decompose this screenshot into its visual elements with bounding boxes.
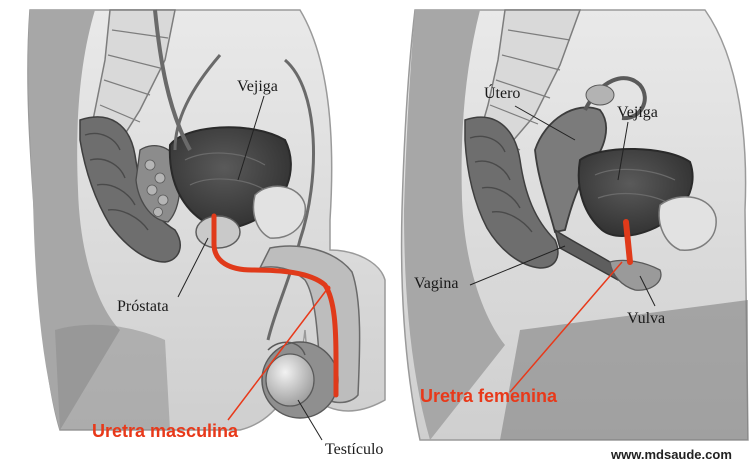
female-ovary bbox=[586, 85, 614, 105]
male-testicle bbox=[266, 354, 314, 406]
watermark: www.mdsaude.com bbox=[611, 448, 732, 461]
label-male-bladder: Vejiga bbox=[237, 79, 278, 95]
male-anatomy bbox=[28, 10, 385, 430]
male-prostate bbox=[196, 216, 240, 248]
female-anatomy bbox=[402, 10, 748, 440]
label-vulva: Vulva bbox=[627, 311, 665, 327]
label-uterus: Útero bbox=[484, 86, 520, 102]
label-female-urethra: Uretra femenina bbox=[420, 387, 557, 405]
label-female-bladder: Vejiga bbox=[617, 105, 658, 121]
label-testicle: Testículo bbox=[325, 442, 383, 458]
label-vagina: Vagina bbox=[414, 276, 458, 292]
female-urethra bbox=[626, 222, 630, 262]
label-prostate: Próstata bbox=[117, 299, 169, 315]
label-male-urethra: Uretra masculina bbox=[92, 422, 238, 440]
